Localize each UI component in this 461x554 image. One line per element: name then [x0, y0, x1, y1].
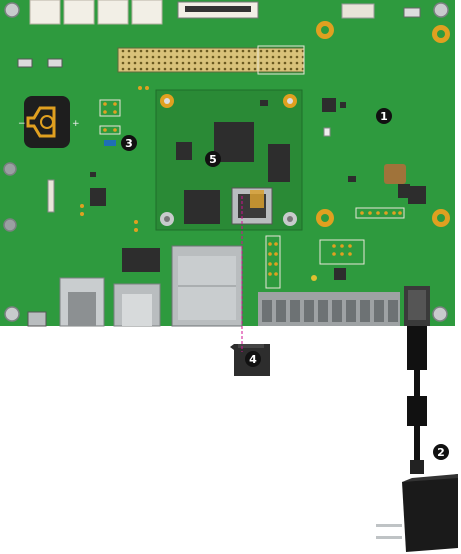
terminal-block	[258, 292, 400, 326]
callout-3: 3	[121, 135, 137, 151]
carrier-board: − +	[0, 0, 455, 327]
svg-text:+: +	[72, 119, 80, 129]
usb-port	[59, 277, 105, 327]
callout-2-label: 2	[437, 446, 445, 459]
top-connector-1	[29, 0, 61, 25]
callout-1-label: 1	[380, 110, 388, 123]
blue-switch	[104, 140, 116, 146]
callout-5: 5	[205, 151, 221, 167]
button-a	[17, 58, 33, 68]
sd-card-slot	[171, 245, 243, 327]
power-adapter	[376, 326, 458, 552]
callout-1: 1	[376, 108, 392, 124]
top-connector-4	[131, 0, 163, 25]
callout-3-label: 3	[125, 137, 133, 150]
button-b	[47, 58, 63, 68]
svg-text:−: −	[18, 119, 26, 129]
system-on-module	[155, 89, 303, 231]
small-connector-top	[341, 3, 375, 19]
micro-usb-port	[27, 311, 47, 327]
callout-4: 4	[245, 351, 261, 367]
microsd-slot	[231, 187, 273, 225]
mounting-holes	[3, 2, 449, 322]
gold-standoffs	[316, 21, 450, 227]
ethernet-port	[113, 283, 161, 327]
callout-5-label: 5	[209, 153, 217, 166]
battery-holder: − +	[18, 96, 80, 148]
callout-4-label: 4	[249, 353, 257, 366]
gpio-header	[117, 47, 305, 73]
top-connector-3	[97, 0, 129, 25]
dc-power-jack	[404, 286, 430, 326]
callout-2: 2	[433, 444, 449, 460]
top-connector-2	[63, 0, 95, 25]
